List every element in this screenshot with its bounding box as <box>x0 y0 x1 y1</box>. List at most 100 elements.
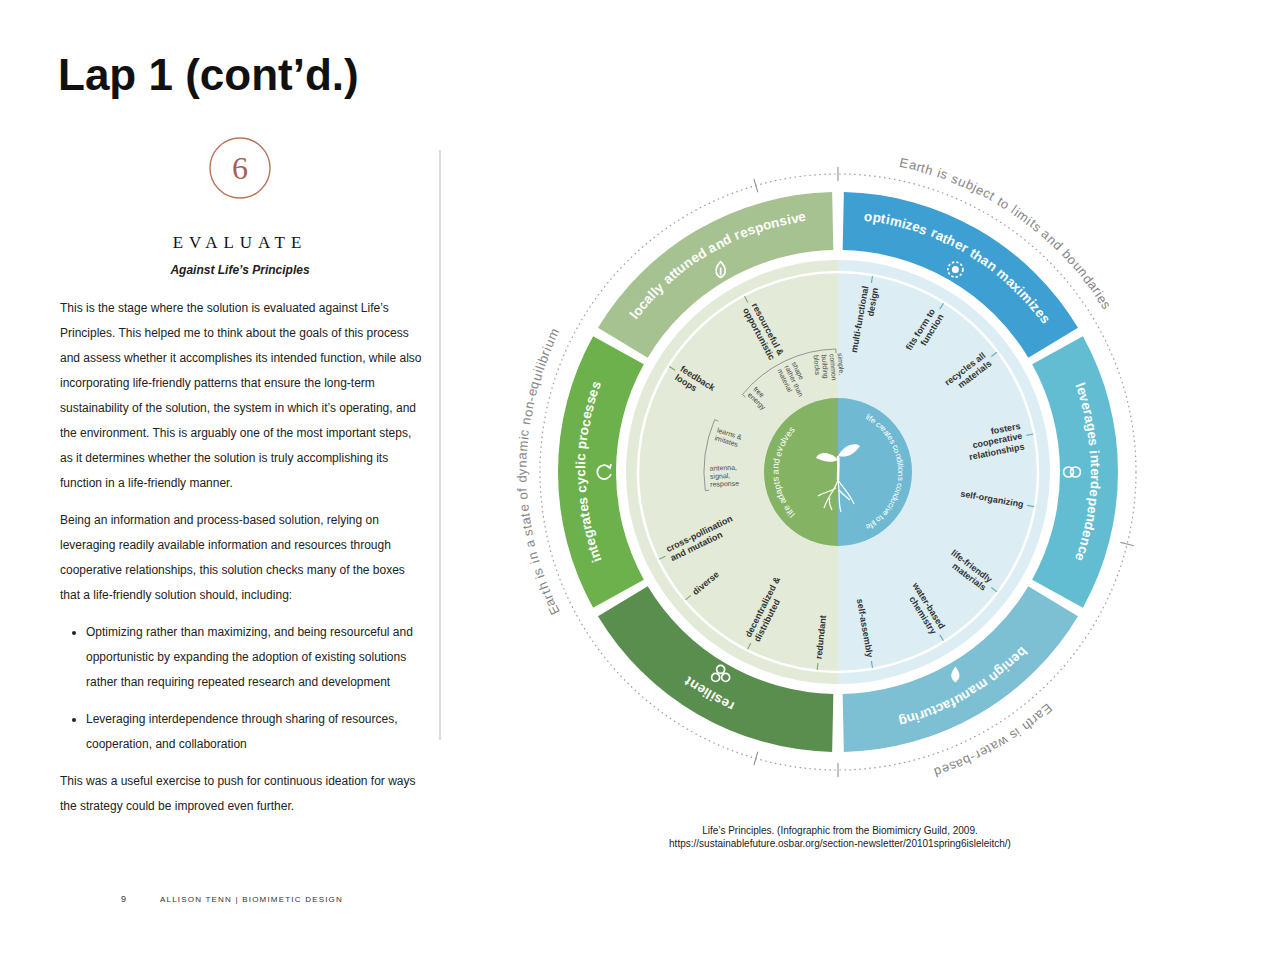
footer-credit: ALLISON TENN | BIOMIMETIC DESIGN <box>160 895 343 904</box>
principle-icon <box>1064 467 1081 477</box>
arc-letter: e <box>798 210 807 224</box>
boundary-tick <box>754 752 758 765</box>
spoke-tick <box>991 352 997 356</box>
arc-letter: i <box>574 461 588 465</box>
arc-letter: n <box>516 460 529 468</box>
arc-letter: y <box>515 468 528 475</box>
inner-ring <box>638 272 1038 672</box>
body-paragraph: This is the stage where the solution is … <box>60 296 424 496</box>
bullet-item: Optimizing rather than maximizing, and b… <box>86 620 424 695</box>
page-number: 9 <box>121 894 126 904</box>
band-shape <box>1030 334 1120 610</box>
arc-letter: y <box>574 477 588 485</box>
arc-letter: d <box>1088 481 1102 490</box>
spoke-tick <box>991 588 997 592</box>
dotted-boundary <box>540 174 1136 770</box>
sub-sub-principle: antenna, signal, response <box>710 463 751 489</box>
principle-band: leverages interdependence <box>1030 334 1120 610</box>
arc-letter: n <box>896 472 904 477</box>
arc-letter: c <box>575 485 589 493</box>
arc-letter: e <box>1087 489 1101 498</box>
text-column: This is the stage where the solution is … <box>60 296 424 831</box>
arc-letter <box>516 483 529 487</box>
principle-icon <box>597 464 611 479</box>
principle-band: resilient <box>595 584 836 754</box>
arc-letter: o <box>516 492 530 500</box>
arc-letter: t <box>1088 463 1102 468</box>
principle-icon <box>716 262 725 278</box>
spoke-tick <box>940 635 944 641</box>
spoke-tick <box>1026 434 1033 435</box>
bullet-item: Leveraging interdependence through shari… <box>86 707 424 757</box>
spoke-tick <box>659 556 665 559</box>
earth-condition: Earth is water-based <box>928 699 1058 782</box>
principle-icon <box>948 262 963 277</box>
subheading: Against Life’s Principles <box>40 263 440 277</box>
boundary-tick <box>837 763 838 777</box>
arc-letter: a <box>516 452 529 460</box>
center-label: life adapts and evolves <box>769 423 800 522</box>
spoke-tick <box>940 303 944 309</box>
arc-letter: p <box>575 440 589 450</box>
spoke-tick <box>1027 505 1034 506</box>
principle-band: benign manufacturing <box>840 584 1081 754</box>
arc-letter: a <box>771 469 780 474</box>
arc-letter: c <box>518 429 532 437</box>
column-divider <box>439 150 440 740</box>
arc-letter: c <box>574 453 588 461</box>
arc-letter: r <box>1088 475 1102 481</box>
step-number-circle: 6 <box>209 137 271 199</box>
band-label: integrates cyclic processes <box>570 375 607 572</box>
band-label: leverages interdependence <box>1069 374 1106 568</box>
figure-caption: Life’s Principles. (Infographic from the… <box>640 824 1040 850</box>
earth-condition: Earth is in a state of dynamic non-equil… <box>512 324 565 621</box>
arc-letter: n <box>519 416 533 425</box>
arc-letter: f <box>516 488 529 492</box>
band-label: benign manufacturing <box>892 641 1033 732</box>
arc-letter: m <box>516 440 530 452</box>
center-label: life creates conditions conducive to lif… <box>860 411 906 533</box>
principle-band: integrates cyclic processes <box>556 334 646 610</box>
arc-letter: i <box>1087 450 1101 455</box>
arc-letter: s <box>575 496 589 505</box>
arc-letter: n <box>1088 454 1102 463</box>
arc-letter: s <box>1086 438 1100 447</box>
sub-sub-principle: simple, common building blocks <box>812 353 847 392</box>
band-shape <box>556 334 646 610</box>
spoke-tick <box>745 296 748 302</box>
spoke-tick <box>817 663 819 670</box>
arc-letter: o <box>896 468 904 473</box>
section-heading: EVALUATE <box>40 233 440 253</box>
principle-band: locally attuned and responsive <box>595 190 836 360</box>
arc-letter: l <box>574 465 588 469</box>
earth-condition: Earth is subject to limits and boundarie… <box>894 153 1117 316</box>
arc-letter <box>517 500 530 505</box>
page-title: Lap 1 (cont’d.) <box>58 50 359 100</box>
principle-band: optimizes rather than maximizes <box>840 190 1081 360</box>
spoke-tick <box>686 595 691 599</box>
boundary-tick <box>1120 542 1134 545</box>
arc-letter: c <box>574 469 588 477</box>
band-label: locally attuned and responsive <box>623 207 813 327</box>
band-label: resilient <box>677 670 741 716</box>
center-circle: life adapts and evolves life creates cond… <box>764 398 912 546</box>
arc-letter: e <box>517 504 531 513</box>
arc-letter: a <box>523 539 537 549</box>
arc-letter: h <box>924 162 935 177</box>
principle-icon <box>712 665 730 681</box>
center-shape <box>764 398 912 546</box>
arc-letter: a <box>519 516 533 525</box>
step-number: 6 <box>209 137 271 199</box>
band-shape <box>840 584 1081 754</box>
arc-letter: d <box>515 475 528 483</box>
spoke-tick <box>669 367 675 371</box>
spoke-tick <box>871 276 872 283</box>
arc-letter: s <box>895 476 903 481</box>
band-shape <box>595 584 836 754</box>
body-paragraph: This was a useful exercise to push for c… <box>60 769 424 819</box>
arc-letter: n <box>772 463 781 469</box>
arc-letter: e <box>1088 468 1102 476</box>
boundary-tick <box>837 167 838 181</box>
spoke-tick <box>748 643 751 649</box>
